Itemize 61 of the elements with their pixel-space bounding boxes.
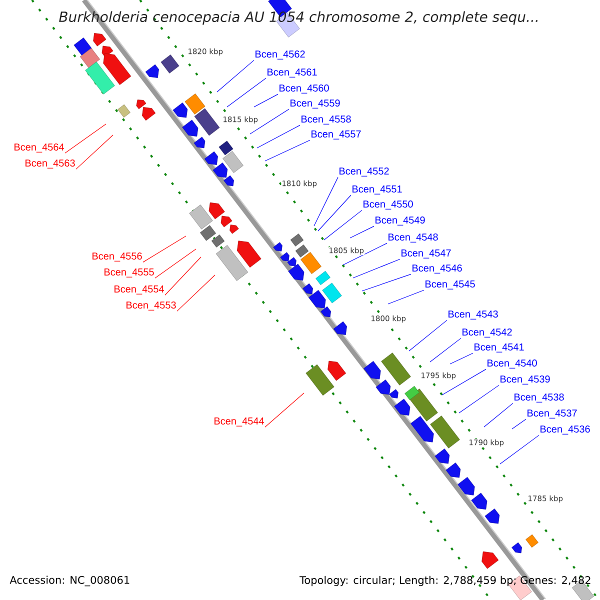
leader-line (450, 352, 474, 364)
gene-label: Bcen_4557 (312, 130, 361, 140)
gene-label: Bcen_4559 (290, 100, 340, 108)
leader-line (388, 290, 424, 304)
leader-line (458, 384, 500, 414)
gene-label: Bcen_4555 (104, 268, 154, 278)
gene-label: Bcen_4551 (352, 186, 402, 194)
gene-label: Bcen_4553 (126, 302, 176, 310)
leader-line (216, 60, 254, 92)
leader-line (430, 338, 462, 362)
gene-label: Bcen_4564 (14, 144, 64, 152)
leader-line (64, 124, 106, 154)
gene-label: Bcen_4541 (474, 344, 524, 352)
leader-line (442, 368, 486, 396)
footer-text: Accession: NC_008061 (10, 576, 130, 586)
gene-label: Bcen_4546 (412, 264, 462, 274)
leader-line (362, 274, 412, 292)
leader-line (408, 320, 448, 352)
gene-label: Bcen_4549 (376, 216, 425, 226)
gene-label: Bcen_4560 (280, 84, 329, 94)
leader-line (350, 226, 374, 238)
gene-label: Bcen_4547 (402, 250, 451, 258)
gene-label: Bcen_4536 (540, 426, 590, 434)
leader-line (254, 94, 278, 108)
gene-label: Bcen_4545 (426, 280, 475, 290)
leader-line (142, 236, 186, 262)
gene-label: Bcen_4543 (448, 310, 498, 320)
leader-line (256, 124, 300, 148)
leader-line (264, 140, 310, 162)
leader-line (250, 108, 290, 134)
gene-label: Bcen_4539 (500, 376, 550, 384)
gene-label: Bcen_4548 (388, 234, 438, 242)
gene-label: Bcen_4542 (462, 328, 512, 338)
gene-label: Bcen_4554 (114, 286, 164, 294)
gene-label: Bcen_4538 (514, 394, 564, 402)
gene-label: Bcen_4540 (488, 360, 537, 368)
gene-label: Bcen_4562 (256, 50, 305, 60)
title: Burkholderia cenocepacia AU 1054 chromosome 2, complete sequ... (59, 11, 538, 25)
gene-label: Bcen_4552 (340, 168, 389, 176)
leader-line (76, 134, 114, 170)
gene-label: Bcen_4558 (302, 116, 351, 124)
gene-label: Bcen_4561 (268, 68, 317, 78)
leader-line (154, 248, 196, 278)
gene-label: Bcen_4563 (26, 160, 75, 168)
gene-label: Bcen_4556 (92, 252, 142, 262)
gene-label: Bcen_4550 (364, 200, 413, 210)
leader-line (324, 210, 362, 240)
leader-line (484, 402, 514, 428)
leader-line (318, 194, 352, 232)
leader-line (226, 78, 266, 108)
gene-label: Bcen_4537 (528, 410, 577, 418)
leader-line (264, 392, 304, 428)
leader-line (314, 176, 338, 226)
leader-line (176, 274, 216, 312)
leader-line (342, 242, 388, 266)
leader-line (352, 258, 400, 278)
leader-line (500, 434, 540, 464)
gene-label: Bcen_4544 (214, 418, 264, 426)
leader-line (512, 418, 526, 430)
footer-text: Topology: circular; Length: 2,788,459 bp; Genes: 2,482 (300, 576, 590, 586)
leader-line (164, 256, 202, 296)
